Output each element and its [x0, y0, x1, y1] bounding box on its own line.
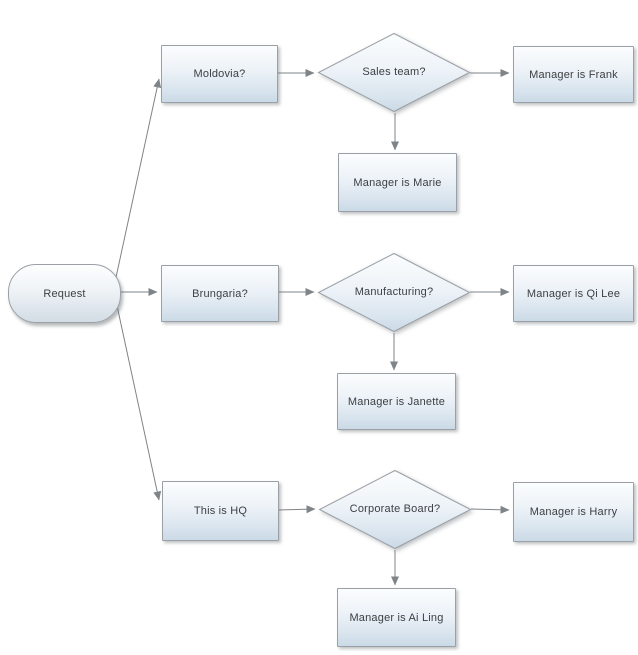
node-request: Request [8, 264, 121, 323]
edge-request-moldovia [114, 78, 162, 283]
node-frank-label: Manager is Frank [529, 68, 618, 81]
node-frank: Manager is Frank [513, 46, 634, 103]
node-marie-label: Manager is Marie [353, 176, 442, 189]
node-moldovia-label: Moldovia? [193, 68, 246, 80]
edge-hq-corporate [277, 505, 316, 514]
diamond-shape [317, 252, 471, 333]
node-manufacturing-label: Manufacturing? [354, 286, 434, 299]
edge-request-hq [115, 300, 162, 501]
node-sales-label: Sales team? [362, 66, 426, 79]
node-hq: This is HQ [162, 481, 279, 541]
node-manufacturing-decision: Manufacturing? [317, 252, 471, 333]
node-janette-label: Manager is Janette [347, 395, 446, 408]
node-brungaria-label: Brungaria? [192, 287, 248, 300]
node-sales-decision: Sales team? [317, 32, 471, 113]
node-request-label: Request [43, 287, 86, 300]
node-hq-label: This is HQ [193, 505, 248, 517]
node-marie: Manager is Marie [338, 153, 457, 212]
diamond-shape [318, 469, 472, 550]
node-corporate-decision: Corporate Board? [318, 469, 472, 550]
node-qilee-label: Manager is Qi Lee [526, 287, 621, 300]
node-moldovia: Moldovia? [161, 45, 278, 103]
diamond-shape [317, 32, 471, 113]
node-brungaria: Brungaria? [161, 265, 279, 322]
node-harry-label: Manager is Harry [529, 506, 618, 518]
node-qilee: Manager is Qi Lee [513, 265, 634, 322]
node-harry: Manager is Harry [513, 482, 634, 542]
node-janette: Manager is Janette [337, 373, 456, 430]
node-ailing-label: Manager is Ai Ling [349, 611, 444, 624]
node-ailing: Manager is Ai Ling [337, 588, 456, 647]
node-corporate-label: Corporate Board? [349, 503, 441, 516]
edge-corporate-harry [470, 505, 510, 514]
